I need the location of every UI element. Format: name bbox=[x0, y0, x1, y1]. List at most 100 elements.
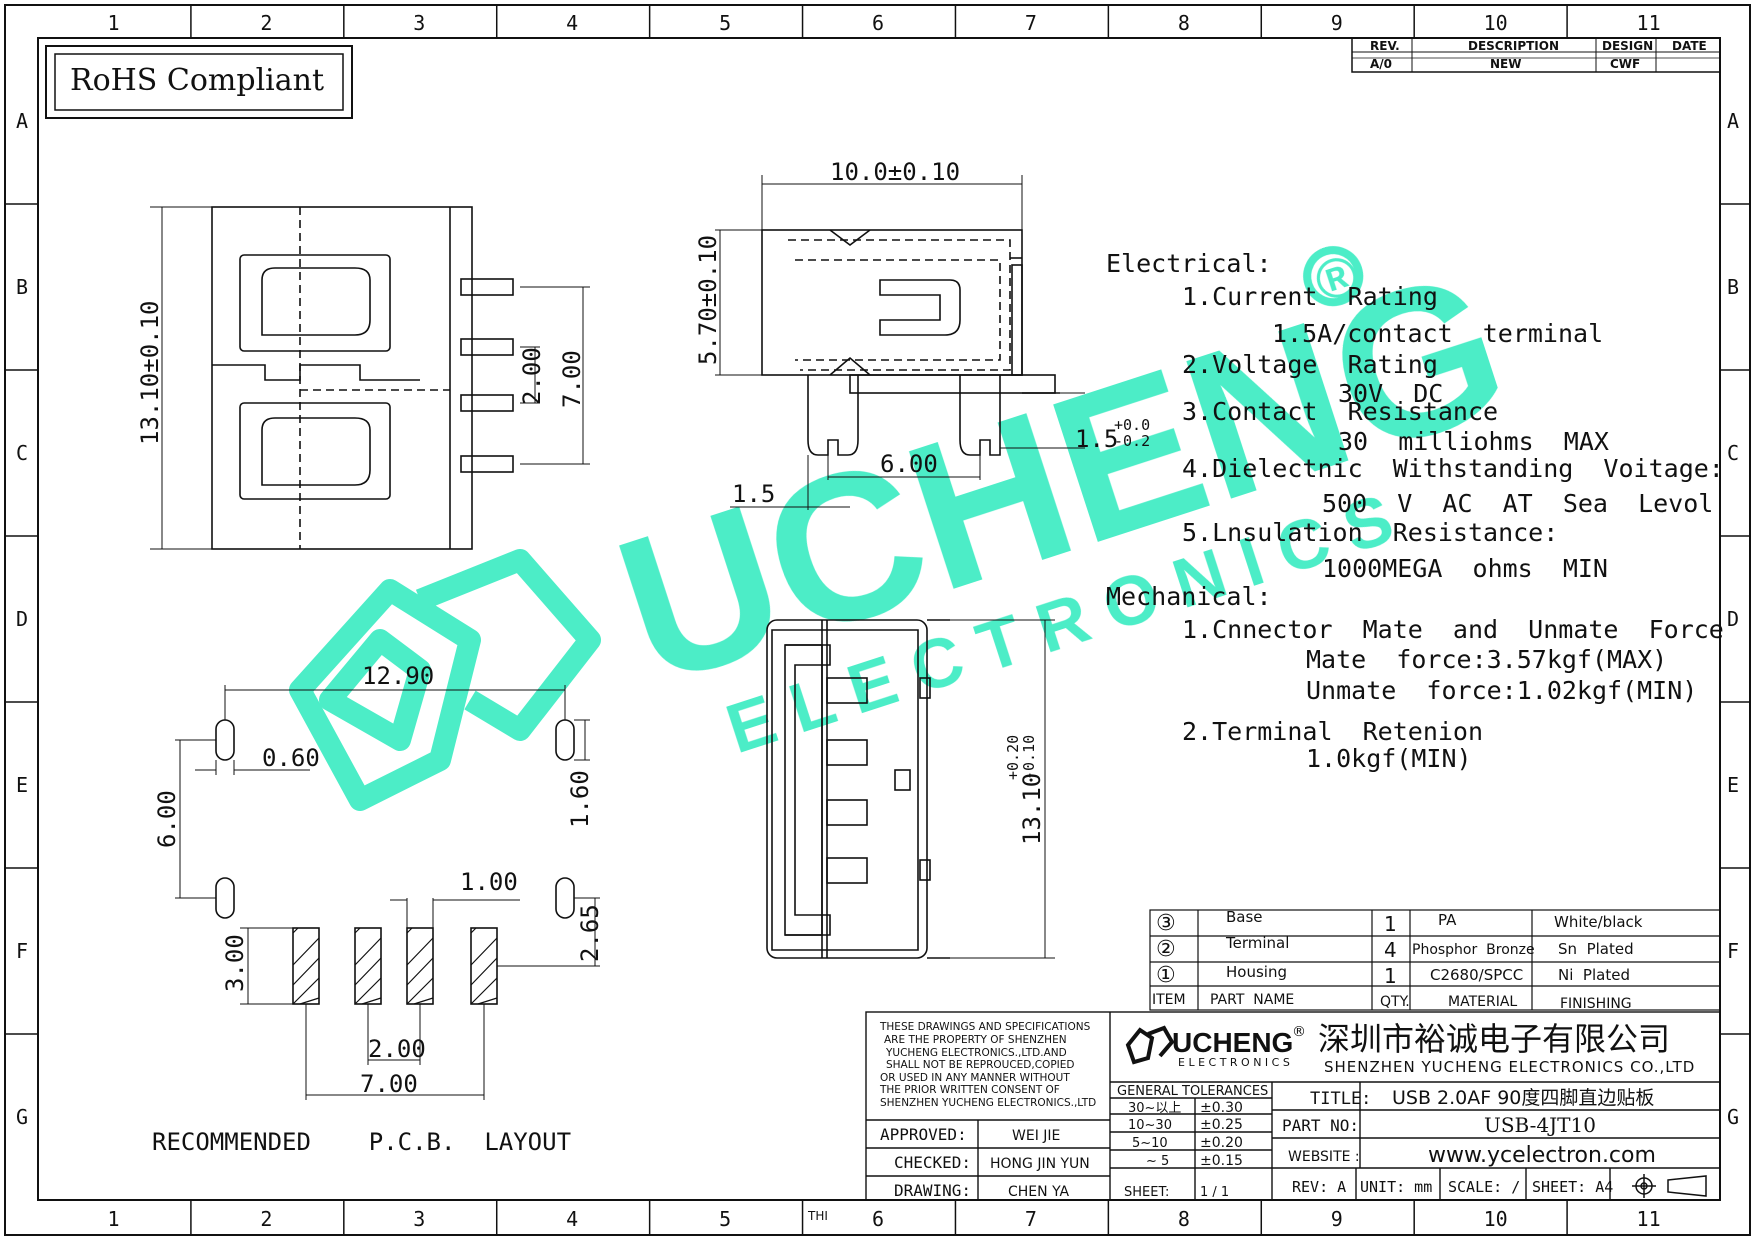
bom-finishing-housing: Ni Plated bbox=[1558, 966, 1630, 984]
tol-value-3: ±0.20 bbox=[1200, 1135, 1243, 1151]
checked-label: CHECKED: bbox=[894, 1153, 971, 1172]
side-view-dimensions bbox=[715, 175, 1085, 510]
spec-mate-value: Mate force:3.57kgf(MAX) bbox=[1306, 645, 1667, 674]
grid-row-label: C bbox=[1727, 441, 1739, 465]
bom-material-terminal: Phosphor Bronze bbox=[1412, 942, 1535, 958]
company-logo-icon bbox=[1125, 1025, 1175, 1065]
front-view bbox=[766, 619, 950, 959]
description-value: NEW bbox=[1490, 57, 1521, 71]
design-value: CWF bbox=[1610, 57, 1640, 71]
grid-column-label: 5 bbox=[719, 1207, 731, 1231]
rohs-box: RoHS Compliant bbox=[45, 45, 353, 119]
top-view bbox=[211, 206, 514, 550]
spec-contact-value: 30 milliohms MAX bbox=[1338, 427, 1609, 456]
checked-value: HONG JIN YUN bbox=[990, 1156, 1090, 1172]
sheet-label: SHEET: bbox=[1124, 1185, 1169, 1200]
dim-top-pin-pitch: 2.00 bbox=[518, 347, 546, 405]
bom-item-1: ① bbox=[1156, 963, 1176, 988]
part-label: PART NO: bbox=[1282, 1116, 1359, 1135]
tol-value-1: ±0.30 bbox=[1200, 1100, 1243, 1116]
tol-value-2: ±0.25 bbox=[1200, 1117, 1243, 1133]
bom-finishing-terminal: Sn Plated bbox=[1558, 940, 1634, 958]
notice-line-2: ARE THE PROPERTY OF SHENZHEN bbox=[884, 1034, 1067, 1046]
grid-row-label: E bbox=[16, 773, 28, 797]
sheet-value: 1 / 1 bbox=[1200, 1185, 1229, 1200]
grid-column-label: 7 bbox=[1025, 1207, 1037, 1231]
dim-top-pin-span: 7.00 bbox=[558, 350, 586, 408]
pcb-caption: RECOMMENDED P.C.B. LAYOUT bbox=[152, 1128, 571, 1156]
date-header: DATE bbox=[1672, 39, 1707, 53]
dim-top-height: 13.10±0.10 bbox=[136, 301, 164, 446]
thi-label: THI bbox=[807, 1209, 828, 1223]
pcb-pad-3 bbox=[406, 927, 434, 1005]
dim-side-standoff-tol-minus: -0.2 bbox=[1114, 432, 1150, 450]
grid-column-label: 10 bbox=[1484, 1207, 1508, 1231]
dim-pcb-hole-width: 0.60 bbox=[262, 744, 320, 772]
bom-material-base: PA bbox=[1438, 911, 1457, 929]
pcb-pad-4 bbox=[470, 927, 498, 1005]
spec-mate-force: 1.Cnnector Mate and Unmate Force bbox=[1182, 615, 1724, 644]
pcb-pad-1 bbox=[292, 927, 320, 1005]
dim-side-leg-gap: 6.00 bbox=[880, 450, 938, 478]
front-view-dimensions bbox=[950, 619, 1055, 959]
grid-row-label: G bbox=[1727, 1105, 1739, 1129]
bom-header-qty: QTY. bbox=[1380, 994, 1410, 1010]
website-value: www.ycelectron.com bbox=[1428, 1143, 1656, 1168]
grid-row-label: G bbox=[16, 1105, 28, 1129]
grid-row-label: C bbox=[16, 441, 28, 465]
approved-value: WEI JIE bbox=[1012, 1128, 1060, 1144]
bom-name-housing: Housing bbox=[1226, 963, 1287, 981]
spec-unmate-value: Unmate force:1.02kgf(MIN) bbox=[1306, 676, 1697, 705]
grid-column-label: 9 bbox=[1331, 1207, 1343, 1231]
dim-pcb-pad-pitch: 2.00 bbox=[368, 1035, 426, 1063]
bom-header-material: MATERIAL bbox=[1448, 994, 1517, 1010]
grid-column-label: 11 bbox=[1637, 11, 1661, 35]
bom-header-name: PART NAME bbox=[1210, 992, 1294, 1008]
company-cn: 深圳市裕诚电子有限公司 bbox=[1318, 1020, 1670, 1058]
dim-front-height: 13.10 bbox=[1018, 773, 1046, 845]
spec-retention-value: 1.0kgf(MIN) bbox=[1306, 744, 1472, 773]
spec-insulation-value: 1000MEGA ohms MIN bbox=[1322, 554, 1608, 583]
grid-column-label: 4 bbox=[566, 11, 578, 35]
bom-item-3: ③ bbox=[1156, 911, 1176, 936]
tol-range-3: 5~10 bbox=[1132, 1136, 1168, 1151]
dim-front-tol-plus: +0.20 bbox=[1004, 735, 1022, 780]
design-header: DESIGN bbox=[1602, 39, 1653, 53]
grid-column-label: 3 bbox=[413, 1207, 425, 1231]
grid-column-label: 2 bbox=[260, 1207, 272, 1231]
grid-row-label: F bbox=[1727, 939, 1739, 963]
grid-row-label: F bbox=[16, 939, 28, 963]
spec-voltage-rating: 2.Voltage Rating bbox=[1182, 350, 1438, 379]
grid-row-label: A bbox=[1727, 109, 1739, 133]
grid-row-label: D bbox=[1727, 607, 1739, 631]
grid-column-label: 6 bbox=[872, 1207, 884, 1231]
dim-pcb-pad-gap: 1.00 bbox=[460, 868, 518, 896]
tol-range-1: 30~以上 bbox=[1128, 1101, 1181, 1116]
spec-terminal-retention: 2.Terminal Retenion bbox=[1182, 717, 1483, 746]
grid-column-label: 4 bbox=[566, 1207, 578, 1231]
logo-sub: E L E C T R O N I C S bbox=[1178, 1056, 1290, 1069]
notice-line-7: SHENZHEN YUCHENG ELECTRONICS.,LTD bbox=[880, 1097, 1096, 1109]
unit-label: UNIT: mm bbox=[1360, 1178, 1432, 1196]
grid-column-label: 10 bbox=[1484, 11, 1508, 35]
grid-column-label: 7 bbox=[1025, 11, 1037, 35]
logo-main: UCHENG bbox=[1172, 1027, 1293, 1058]
bom-item-2: ② bbox=[1156, 937, 1176, 962]
title-value: USB 2.0AF 90度四脚直边贴板 bbox=[1392, 1087, 1654, 1109]
tol-range-4: ~ 5 bbox=[1146, 1154, 1169, 1169]
tol-value-4: ±0.15 bbox=[1200, 1153, 1243, 1169]
rev-value: A/0 bbox=[1370, 57, 1392, 71]
grid-column-label: 5 bbox=[719, 11, 731, 35]
spec-dielectric: 4.Dielectnic Withstanding Voitage: bbox=[1182, 454, 1724, 483]
grid-row-label: D bbox=[16, 607, 28, 631]
pcb-dimensions bbox=[175, 685, 600, 1100]
dim-side-leg-offset: 1.5 bbox=[732, 480, 775, 508]
bom-name-base: Base bbox=[1226, 908, 1263, 926]
grid-column-label: 6 bbox=[872, 11, 884, 35]
grid-row-label: E bbox=[1727, 773, 1739, 797]
grid-row-label: B bbox=[1727, 275, 1739, 299]
bom-header-item: ITEM bbox=[1152, 992, 1186, 1008]
electrical-title: Electrical: bbox=[1106, 249, 1272, 278]
